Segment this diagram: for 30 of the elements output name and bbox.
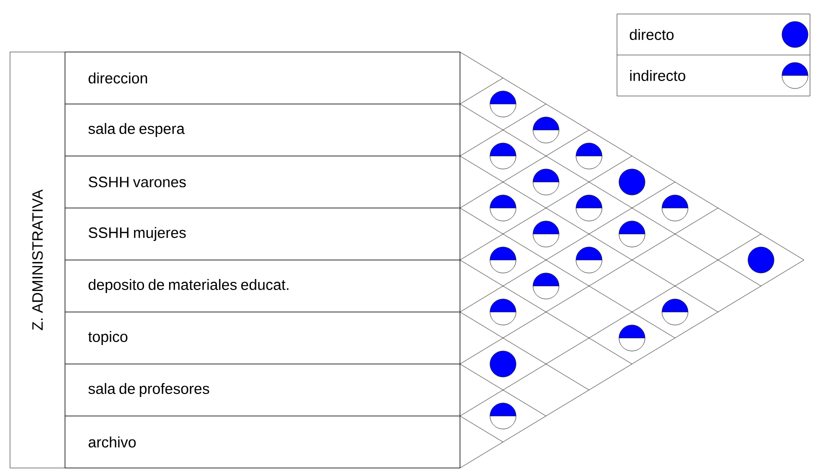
indirect-circle <box>490 402 516 430</box>
indirect-circle <box>490 194 516 222</box>
indirect-circle <box>618 324 646 352</box>
direct-circle <box>748 246 774 274</box>
room-row: sala de espera <box>64 104 460 156</box>
indirect-circle <box>662 298 688 326</box>
indirect-circle <box>576 246 602 274</box>
room-row: SSHH varones <box>64 156 460 208</box>
indirect-circle <box>576 142 602 170</box>
room-row: sala de profesores <box>64 364 460 416</box>
indirect-circle <box>618 220 646 248</box>
indirect-circle <box>490 142 516 170</box>
legend-label: directo <box>630 29 674 40</box>
indirect-circle <box>532 220 560 248</box>
indirect-circle <box>490 246 516 274</box>
indirect-circle <box>532 168 560 196</box>
indirect-circle <box>576 194 602 222</box>
legend-label: indirecto <box>630 70 686 81</box>
indirect-circle <box>532 116 560 144</box>
room-row: direccion <box>64 52 460 104</box>
room-row: deposito de materiales educat. <box>64 260 460 312</box>
room-row: archivo <box>64 416 460 468</box>
indirect-circle <box>532 272 560 300</box>
direct-circle <box>618 168 646 196</box>
indirect-circle <box>490 90 516 118</box>
room-row: SSHH mujeres <box>64 208 460 260</box>
room-row: topico <box>64 312 460 364</box>
indirect-circle <box>662 194 688 222</box>
indirect-circle <box>490 298 516 326</box>
direct-circle <box>490 350 516 378</box>
